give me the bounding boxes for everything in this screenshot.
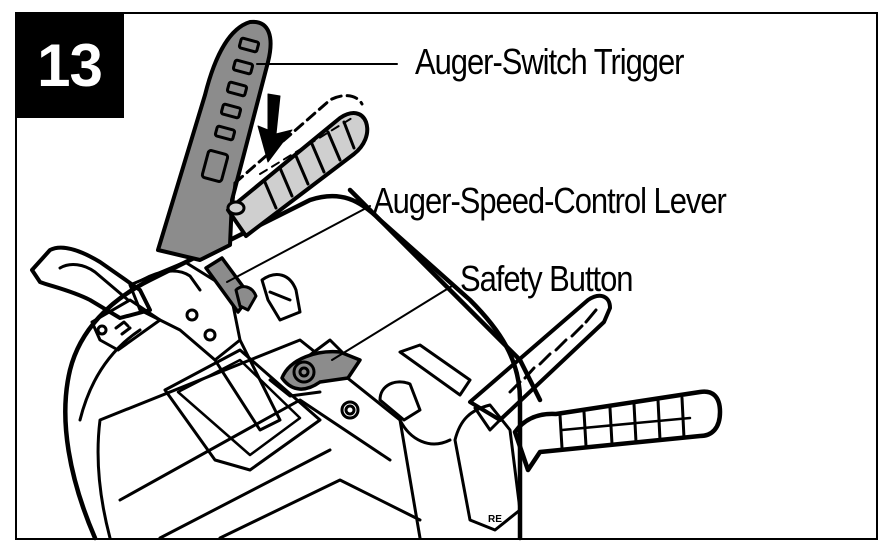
right-mechanism [378, 343, 472, 446]
right-handle-grip [512, 389, 723, 473]
callout-safety-button: Safety Button [460, 258, 634, 299]
left-handle-grip [226, 94, 370, 238]
center-bracket [128, 260, 282, 432]
leader-safety-button [331, 285, 453, 361]
callout-leaders [226, 63, 453, 361]
chute-control-lever: RE [453, 293, 612, 532]
step-number: 13 [37, 31, 103, 99]
leader-auger-speed-control-lever [226, 205, 371, 283]
safety-button-part [268, 349, 362, 420]
callout-auger-speed-control-lever: Auger-Speed-Control Lever [373, 180, 727, 221]
step-number-badge: 13 [15, 12, 124, 118]
auger-switch-trigger-part [156, 19, 273, 262]
svg-text:RE: RE [488, 514, 502, 525]
callout-auger-switch-trigger: Auger-Switch Trigger [415, 41, 684, 82]
auger-speed-control-lever-part [204, 256, 302, 322]
chute-deflector-handle [30, 245, 162, 352]
press-down-arrow-icon [257, 93, 293, 163]
